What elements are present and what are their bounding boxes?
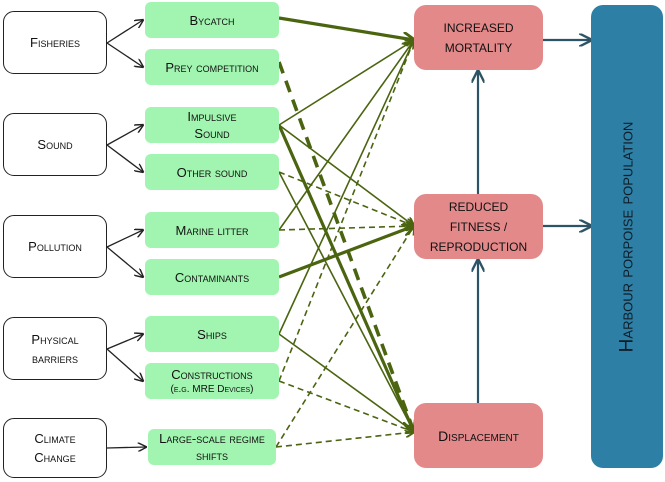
source-pollution: Pollution xyxy=(3,215,107,278)
source-arrow xyxy=(106,348,143,381)
source-label: Sound xyxy=(37,137,73,152)
effect-label: INCREASED MORTALITY xyxy=(443,20,514,55)
source-fisheries: Fisheries xyxy=(3,11,107,74)
pressure-bycatch: Bycatch xyxy=(145,2,279,38)
impact-arrow xyxy=(277,124,414,432)
source-arrow xyxy=(106,42,143,67)
impact-arrow xyxy=(278,40,414,231)
source-arrow xyxy=(106,230,143,248)
impact-arrow xyxy=(278,40,414,126)
pressure-label: Other sound xyxy=(176,164,248,180)
source-arrow xyxy=(106,125,143,146)
population-label: Harbour porpoise population xyxy=(616,121,638,352)
source-label: Climate Change xyxy=(34,431,76,465)
effect-displacement: Displacement xyxy=(414,403,543,468)
impact-arrow xyxy=(277,61,414,432)
source-arrow xyxy=(106,246,143,277)
pressure-sublabel: (e.g. MRE Devices) xyxy=(170,384,254,395)
source-arrow xyxy=(106,334,143,350)
pressure-label: Marine litter xyxy=(175,222,249,238)
impact-arrow xyxy=(275,432,414,448)
pressure-label: Contaminants xyxy=(174,269,250,285)
source-label: Physical barriers xyxy=(31,331,79,366)
impact-arrow xyxy=(278,380,414,432)
source-arrow xyxy=(106,447,146,448)
pressure-other-sound: Other sound xyxy=(145,154,279,190)
impact-arrow xyxy=(278,16,414,40)
pressure-label: Constructions xyxy=(171,367,253,382)
pressure-contaminants: Contaminants xyxy=(145,259,279,295)
impact-arrow xyxy=(278,333,414,432)
impact-arrow xyxy=(275,226,414,448)
harbour-porpoise-population: Harbour porpoise population xyxy=(591,5,663,468)
pressure-constructions: Constructions (e.g. MRE Devices) xyxy=(145,363,279,399)
pressure-label: Bycatch xyxy=(189,12,235,28)
effect-increased-mortality: INCREASED MORTALITY xyxy=(414,5,543,70)
effect-label: Displacement xyxy=(438,427,519,444)
pressure-impulsive-sound: Impulsive Sound xyxy=(145,107,279,143)
impact-arrow xyxy=(278,40,414,382)
pressure-label: Large-scale regime shifts xyxy=(159,431,265,463)
pressure-ships: Ships xyxy=(145,316,279,352)
impact-arrow xyxy=(278,124,414,226)
effect-label: REDUCED FITNESS / REPRODUCTION xyxy=(429,199,528,254)
pressure-prey-competition: Prey competition xyxy=(145,49,279,85)
impact-arrow xyxy=(278,171,414,226)
pressure-label: Prey competition xyxy=(165,59,259,75)
source-label: Pollution xyxy=(28,239,82,254)
source-label: Fisheries xyxy=(30,35,80,50)
source-climate-change: Climate Change xyxy=(3,418,107,478)
source-arrow xyxy=(106,144,143,172)
effect-reduced-fitness: REDUCED FITNESS / REPRODUCTION xyxy=(414,194,543,259)
impact-arrow xyxy=(278,40,414,335)
pressure-regime-shifts: Large-scale regime shifts xyxy=(148,429,276,465)
impact-arrow xyxy=(278,226,414,279)
source-physical-barriers: Physical barriers xyxy=(3,317,107,380)
impact-arrow xyxy=(278,226,414,230)
pressure-label: Ships xyxy=(197,326,227,342)
pressure-marine-litter: Marine litter xyxy=(145,212,279,248)
impact-arrow xyxy=(278,171,414,432)
source-sound: Sound xyxy=(3,113,107,176)
pressure-label: Impulsive Sound xyxy=(187,109,237,141)
source-arrow xyxy=(106,20,143,44)
